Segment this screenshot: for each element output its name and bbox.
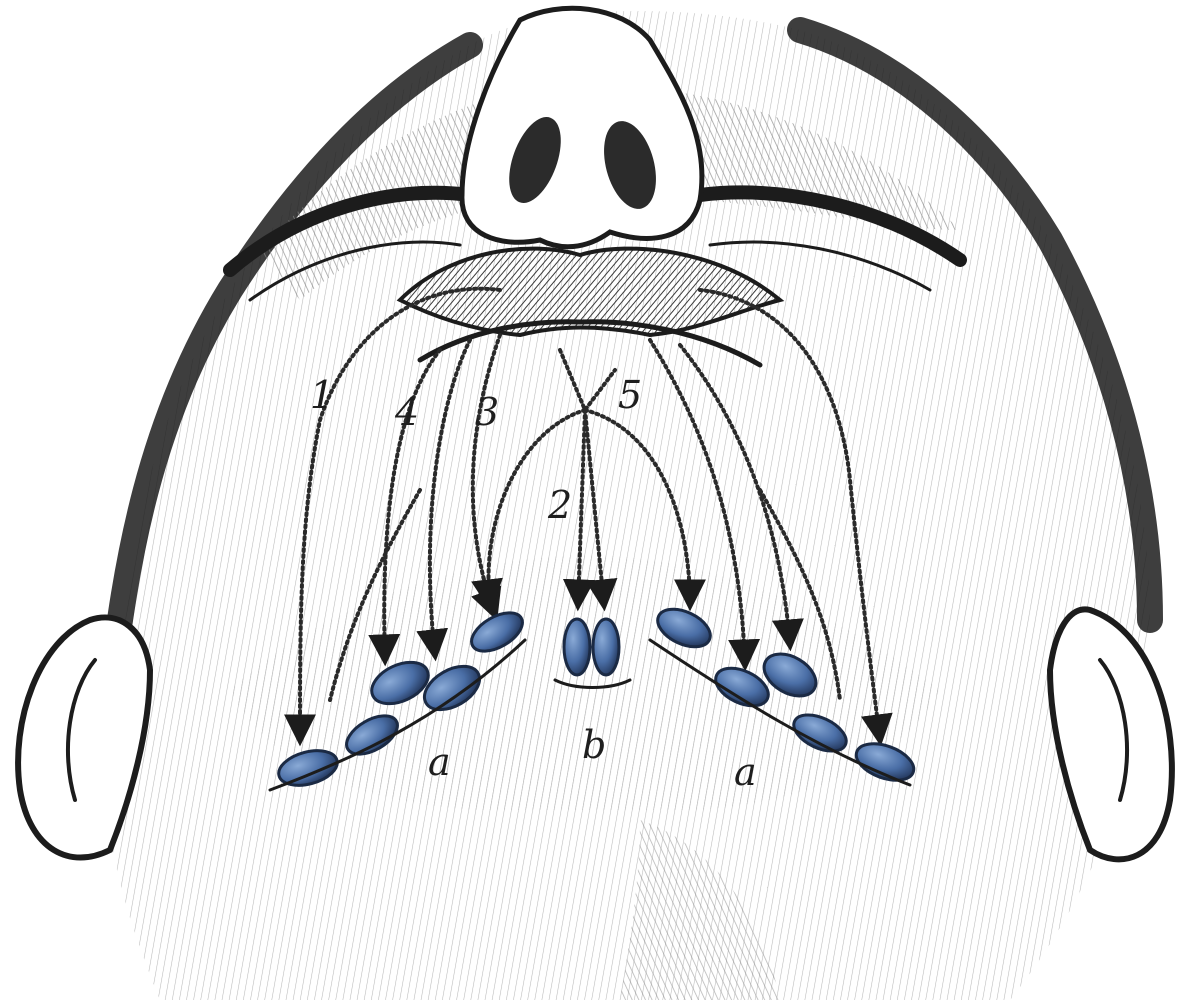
lymph-node	[593, 619, 619, 675]
lymph-node	[564, 619, 590, 675]
label-vessel-4: 4	[394, 390, 419, 434]
label-vessel-2: 2	[547, 483, 572, 527]
label-group-b: b	[582, 723, 606, 767]
label-group-a-right: a	[734, 750, 757, 794]
label-vessel-3: 3	[475, 390, 499, 434]
label-vessel-5: 5	[618, 373, 642, 417]
label-group-a-left: a	[428, 740, 451, 784]
label-vessel-1: 1	[310, 373, 334, 417]
